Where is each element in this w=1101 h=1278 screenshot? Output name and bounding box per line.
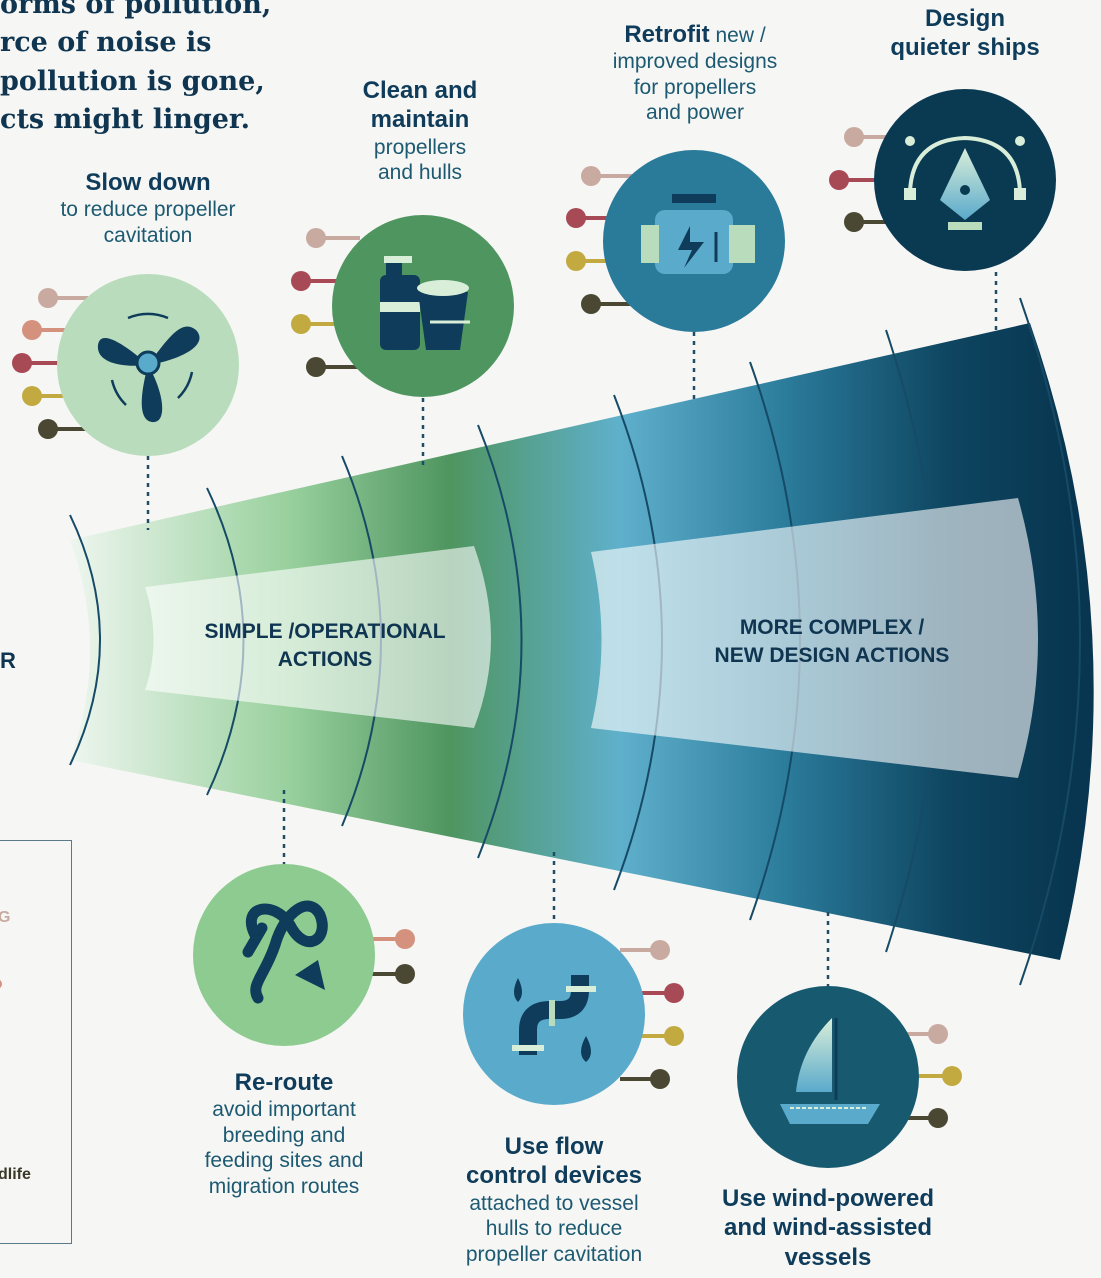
clean-label: Clean and maintain propellers and hulls: [320, 76, 520, 186]
retrofit-body-3: and power: [645, 101, 745, 125]
clean-body-2: and hulls: [377, 161, 463, 185]
complex-label-panel: [591, 498, 1038, 778]
design-label: Design quieter ships: [855, 4, 1075, 63]
propeller-icon: [97, 312, 200, 423]
edge-letter: R: [0, 648, 16, 673]
simple-label-line-1: SIMPLE /OPERATIONAL: [204, 620, 446, 643]
impact-pins: [12, 127, 962, 1128]
slow-down-body-1: to reduce propeller: [60, 198, 236, 222]
design-node: [874, 89, 1056, 271]
flow-body-3: propeller cavitation: [465, 1242, 643, 1266]
pen-tool-icon: [904, 135, 1026, 230]
retrofit-node: [603, 150, 785, 332]
simple-label-line-2: ACTIONS: [277, 648, 373, 672]
reroute-body-3: feeding sites and: [204, 1149, 364, 1173]
reroute-body-1: avoid important: [212, 1098, 356, 1122]
intro-line-2: rce of noise is: [0, 27, 212, 59]
flow-title-2: control devices: [465, 1162, 643, 1190]
slow-down-node: [57, 274, 239, 456]
route-icon: [242, 900, 328, 1004]
intro-line-1: orms of pollution,: [0, 0, 272, 20]
reroute-title: Re-route: [234, 1069, 334, 1096]
design-title-2: quieter ships: [890, 34, 1040, 62]
retrofit-body-2: for propellers: [633, 75, 757, 99]
retrofit-title: Retrofit: [624, 21, 710, 48]
complex-label-line-1: MORE COMPLEX /: [739, 616, 925, 639]
reroute-node: [193, 864, 375, 1046]
legend-box: G dlife: [0, 840, 72, 1244]
action-spectrum-band: [70, 323, 1094, 960]
legend-item-g: G: [0, 909, 11, 926]
wind-node: [737, 986, 919, 1168]
reroute-body-4: migration routes: [208, 1175, 360, 1199]
connectors: [146, 272, 998, 988]
retrofit-label: Retrofit new / improved designs for prop…: [575, 20, 815, 126]
design-title-1: Design: [924, 5, 1005, 32]
wind-title-1: Use wind-powered: [721, 1185, 935, 1212]
clean-title-1: Clean and: [362, 77, 478, 104]
complex-actions-label: MORE COMPLEX / NEW DESIGN ACTIONS: [672, 614, 992, 671]
intro-line-4: cts might linger.: [0, 103, 251, 135]
wind-label: Use wind-powered and wind-assisted vesse…: [690, 1184, 966, 1272]
legend-dot-salmon: [0, 979, 2, 989]
cleaning-supplies-icon: [380, 256, 470, 350]
wind-title-2: and wind-assisted: [723, 1214, 933, 1242]
pipe-flow-icon: [512, 975, 596, 1062]
sailboat-icon: [780, 1018, 880, 1124]
slow-down-title: Slow down: [85, 169, 211, 196]
retrofit-body-1: improved designs: [612, 50, 778, 74]
slow-down-body-2: cavitation: [103, 223, 193, 247]
legend-item-wildlife: dlife: [0, 1166, 31, 1183]
wind-title-3: vessels: [784, 1243, 872, 1271]
engine-icon: [641, 194, 755, 274]
simple-actions-label: SIMPLE /OPERATIONAL ACTIONS: [170, 618, 480, 675]
intro-line-3: pollution is gone,: [0, 65, 265, 97]
intro-paragraph: orms of pollution, rce of noise is pollu…: [0, 0, 272, 139]
clean-body-1: propellers: [373, 135, 467, 159]
retrofit-title-suffix: new /: [709, 24, 766, 47]
complex-label-line-2: NEW DESIGN ACTIONS: [714, 644, 950, 668]
flow-body-2: hulls to reduce: [485, 1217, 623, 1241]
clean-title-2: maintain: [370, 106, 470, 134]
slow-down-label: Slow down to reduce propeller cavitation: [20, 168, 276, 248]
flow-title-1: Use flow: [504, 1133, 604, 1160]
flow-body-1: attached to vessel: [469, 1191, 639, 1215]
simple-label-panel: [145, 546, 491, 728]
flow-node: [463, 923, 645, 1105]
reroute-body-2: breeding and: [222, 1123, 346, 1147]
reroute-label: Re-route avoid important breeding and fe…: [170, 1068, 398, 1200]
flow-label: Use flow control devices attached to ves…: [434, 1132, 674, 1267]
clean-node: [332, 215, 514, 397]
